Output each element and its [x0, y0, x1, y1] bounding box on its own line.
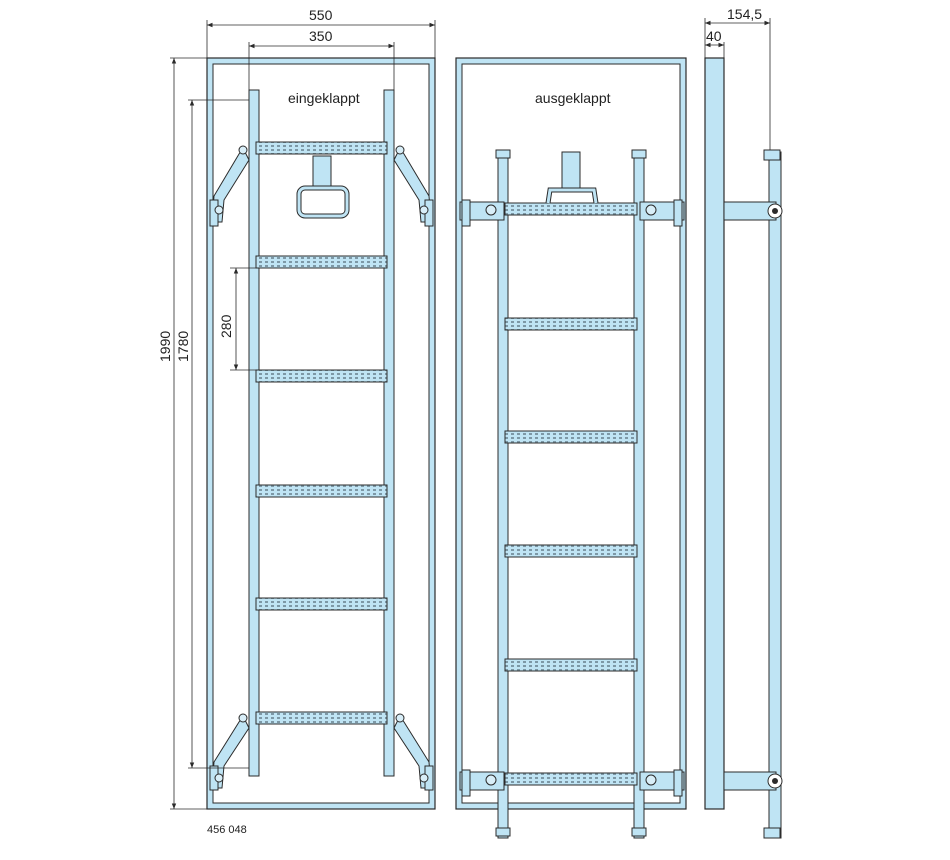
drawing-number: 456 048: [207, 824, 247, 836]
handle-folded: [296, 155, 350, 219]
stile-right-folded: [383, 89, 395, 777]
label-unfolded: ausgeklappt: [535, 90, 611, 106]
label-folded: eingeklappt: [288, 90, 360, 106]
stile-side: [768, 151, 782, 839]
view-folded: eingeklappt 550 350 1990 1780 280: [157, 7, 436, 810]
hinges-unfolded: [459, 199, 685, 797]
view-side: 154,5 40: [704, 6, 783, 839]
dim-depth-frame: 40: [706, 28, 722, 44]
hinge-arms-folded: [209, 145, 434, 791]
handle-unfolded: [545, 151, 599, 204]
stile-right-unfolded: [633, 151, 645, 839]
dim-overall-height: 1990: [157, 331, 173, 362]
dimensions-folded: [170, 20, 436, 810]
dim-ladder-height: 1780: [175, 331, 191, 362]
dim-rung-spacing: 280: [218, 314, 234, 338]
rungs-unfolded: [504, 202, 638, 786]
dim-overall-width: 550: [309, 7, 333, 23]
view-unfolded: ausgeklappt: [455, 57, 687, 839]
stile-left-unfolded: [497, 151, 509, 839]
rungs-folded: [255, 141, 388, 725]
frame-side: [704, 57, 725, 810]
dim-depth-total: 154,5: [727, 6, 762, 22]
stile-left-folded: [248, 89, 260, 777]
dim-ladder-width: 350: [309, 28, 333, 44]
